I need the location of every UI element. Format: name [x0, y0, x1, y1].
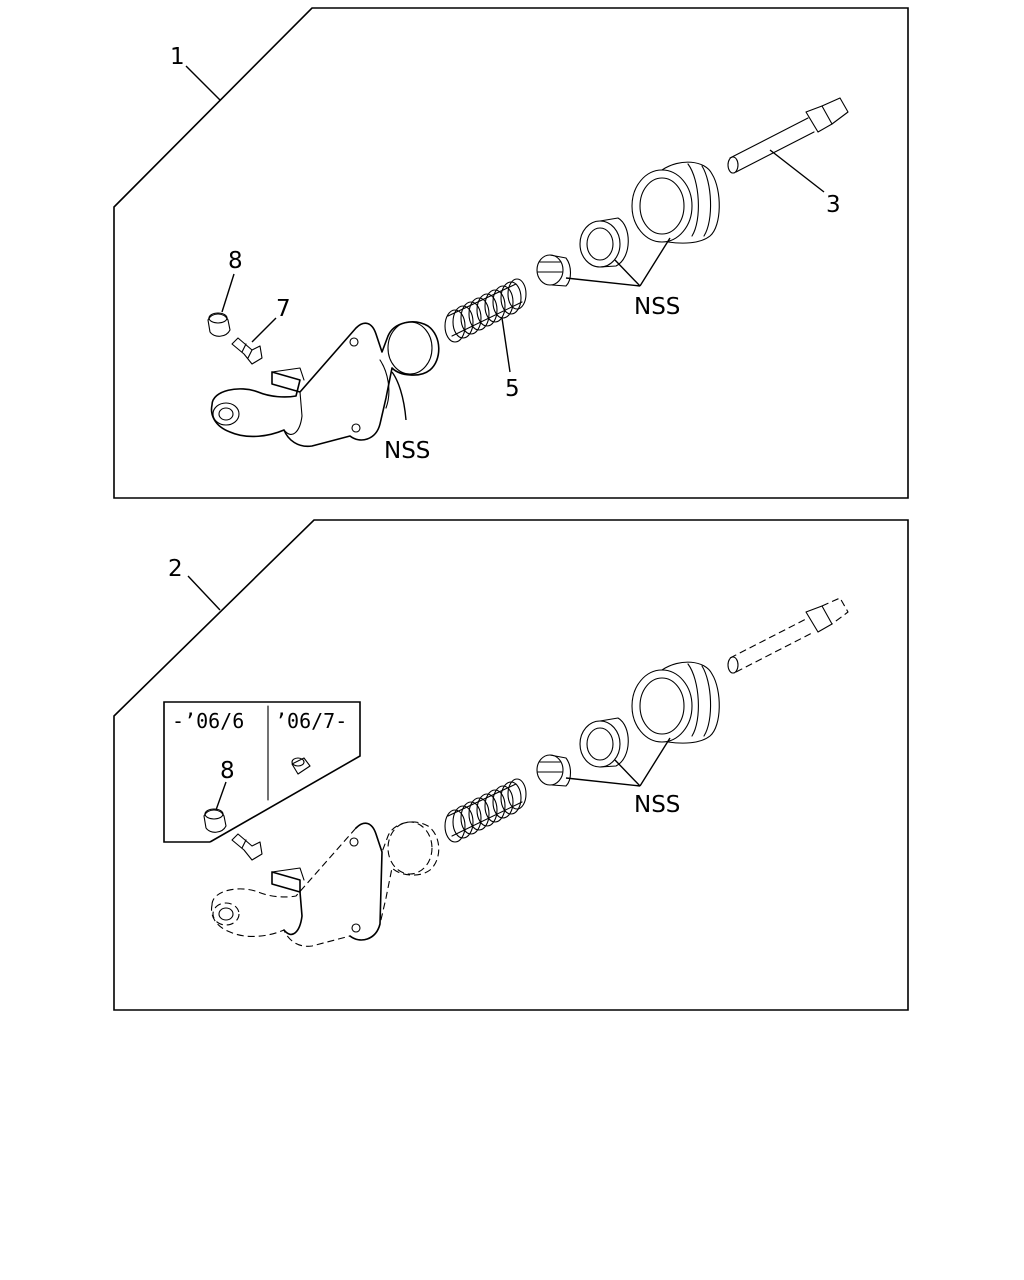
dust-cap — [207, 312, 231, 337]
leader-bleeder-7 — [251, 317, 277, 343]
piston-small-2 — [536, 754, 572, 787]
callout-nss-seals-1: NSS — [634, 294, 680, 320]
callout-assembly-1: 1 — [170, 44, 185, 70]
panel-1-frame — [113, 7, 909, 499]
callout-assembly-2: 2 — [168, 556, 183, 582]
piston-small — [536, 254, 572, 287]
callout-cap-8-inset: 8 — [220, 758, 235, 784]
leader-pushrod-3 — [769, 149, 825, 193]
inset-left-header: -’06/6 — [172, 709, 244, 733]
leader-cap-8 — [221, 273, 235, 313]
bleeder-screw-2 — [231, 833, 263, 861]
leader-spring-5 — [501, 317, 511, 373]
leader-nss-seals-2 — [565, 737, 671, 787]
callout-spring-5: 5 — [505, 376, 520, 402]
cylinder-body — [210, 321, 440, 448]
dust-cap-old — [203, 808, 227, 833]
dust-cap-new — [291, 757, 311, 775]
pushrod — [727, 97, 849, 174]
callout-pushrod-3: 3 — [826, 192, 841, 218]
bleeder-screw — [231, 337, 263, 365]
inset-right-header: ’06/7- — [275, 709, 347, 733]
date-inset: -’06/6 ’06/7- 8 — [163, 701, 361, 843]
panel-2: 2 -’06/6 ’06/7- 8 — [113, 519, 909, 1011]
cylinder-body-2 — [210, 821, 440, 947]
boot-2 — [631, 661, 720, 744]
callout-nss-body-1: NSS — [384, 438, 430, 464]
panel-1: 1 5 — [113, 7, 909, 499]
seal-cup-2 — [579, 717, 629, 768]
spring-2 — [444, 778, 527, 843]
spring — [444, 278, 527, 343]
callout-nss-seals-2: NSS — [634, 792, 680, 818]
callout-cap-8: 8 — [228, 248, 243, 274]
seal-cup — [579, 217, 629, 268]
panel-2-frame — [113, 519, 909, 1011]
leader-assembly-1 — [185, 65, 221, 101]
pushrod-2 — [727, 597, 849, 674]
leader-assembly-2 — [187, 575, 221, 611]
leader-nss-body-1 — [391, 371, 407, 421]
callout-bleeder-7: 7 — [276, 296, 291, 322]
boot — [631, 161, 720, 244]
leader-nss-seals-1 — [565, 237, 671, 287]
